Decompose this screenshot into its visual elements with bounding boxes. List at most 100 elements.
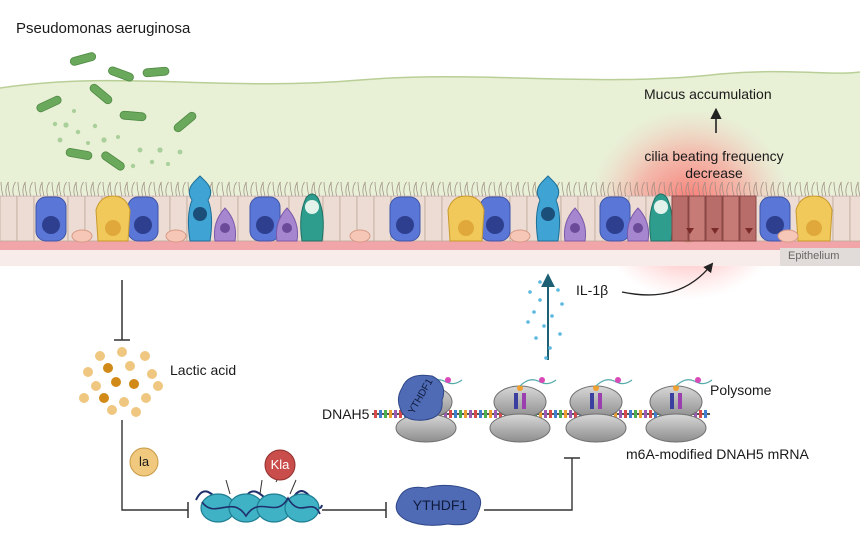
- basal-cell: [71, 229, 799, 243]
- mrna-nucleotide: [499, 410, 502, 418]
- cilia-label-line1: cilia beating frequency: [644, 148, 784, 164]
- mrna-nucleotide: [624, 410, 627, 418]
- lactic-acid-label: Lactic acid: [170, 362, 237, 378]
- lactic-acid-cluster: [79, 347, 163, 417]
- ionocyte-cell: [535, 175, 561, 242]
- mucus-accumulation-label: Mucus accumulation: [644, 86, 772, 102]
- cilia-label-line2: decrease: [685, 165, 743, 181]
- club-cell: [389, 196, 421, 242]
- club-cell: [249, 196, 281, 242]
- il1b-molecule: [542, 324, 546, 328]
- brush-cell: [300, 193, 324, 242]
- mrna-nucleotide: [539, 410, 542, 418]
- ribosome: [489, 377, 557, 443]
- mrna-nucleotide: [464, 410, 467, 418]
- il1b-molecule: [558, 332, 562, 336]
- lactic-acid-molecule: [95, 351, 105, 361]
- mrna-nucleotide: [384, 410, 387, 418]
- polysome-label: Polysome: [710, 382, 772, 398]
- goblet-cell: [447, 195, 485, 242]
- epithelium-label: Epithelium: [788, 250, 840, 262]
- lactic-acid-molecule: [103, 363, 113, 373]
- tuft-cell: [627, 207, 649, 242]
- ciliated-cell: [849, 181, 860, 242]
- inflamed-cell-group: [671, 195, 757, 242]
- mrna-nucleotide: [489, 410, 492, 418]
- basement-membrane: [0, 240, 860, 250]
- mrna-nucleotide: [619, 410, 622, 418]
- mrna-nucleotide: [399, 410, 402, 418]
- mrna-nucleotide: [494, 410, 497, 418]
- mrna-nucleotide: [704, 410, 707, 418]
- goblet-cell: [795, 195, 833, 242]
- mrna-nucleotide: [549, 410, 552, 418]
- ciliated-cell: [0, 181, 18, 242]
- mrna-nucleotide: [634, 410, 637, 418]
- ciliated-cell: [832, 181, 851, 242]
- il1b-molecule: [556, 288, 560, 292]
- submucosa-band: [0, 250, 860, 266]
- mrna-nucleotide: [629, 410, 632, 418]
- il1b-molecule: [538, 280, 542, 284]
- il1b-molecule: [548, 346, 552, 350]
- lactic-acid-molecule: [140, 351, 150, 361]
- lactic-acid-molecule: [131, 407, 141, 417]
- mrna-nucleotide: [474, 410, 477, 418]
- lactic-acid-molecule: [141, 393, 151, 403]
- ribosome: [645, 377, 713, 443]
- mrna-nucleotide: [459, 410, 462, 418]
- mrna-nucleotide: [614, 410, 617, 418]
- ythdf1-protein: [395, 484, 482, 526]
- epithelium-tag: [780, 248, 860, 266]
- kla-badge: [264, 449, 296, 481]
- ciliated-cell: [339, 181, 358, 242]
- mrna-nucleotide: [544, 410, 547, 418]
- mrna-nucleotide: [394, 410, 397, 418]
- il1b-molecule: [532, 310, 536, 314]
- mucus-surface: [0, 70, 860, 89]
- inhibit-lactic-nucleosome: [121, 420, 188, 511]
- mrna-nucleotide: [644, 410, 647, 418]
- mrna-nucleotide: [559, 410, 562, 418]
- lactic-acid-molecule: [83, 367, 93, 377]
- il1b-molecules: [526, 280, 564, 360]
- mrna-nucleotide: [699, 410, 702, 418]
- lactic-acid-molecule: [117, 347, 127, 357]
- bacteria-cluster: [36, 52, 197, 171]
- il1b-molecule: [526, 320, 530, 324]
- mrna-nucleotide: [479, 410, 482, 418]
- lactic-acid-molecule: [125, 361, 135, 371]
- mrna-nucleotide: [454, 410, 457, 418]
- mrna-nucleotide: [374, 410, 377, 418]
- mrna-nucleotide: [564, 410, 567, 418]
- kla-badge-label: Kla: [270, 457, 290, 472]
- lactic-acid-molecule: [107, 405, 117, 415]
- tuft-cell: [276, 207, 298, 242]
- specialized-cells: [35, 175, 833, 243]
- mrna-nucleotide: [654, 410, 657, 418]
- tuft-cell: [564, 207, 586, 242]
- arrow-il1b-to-epithelium: [621, 262, 714, 296]
- lactic-acid-molecule: [91, 381, 101, 391]
- il1b-molecule: [544, 356, 548, 360]
- il1b-molecule: [538, 298, 542, 302]
- ythdf1-label: YTHDF1: [412, 497, 468, 513]
- mrna-nucleotide: [639, 410, 642, 418]
- lactic-acid-molecule: [153, 381, 163, 391]
- il1b-molecule: [528, 290, 532, 294]
- mrna-nucleotide: [554, 410, 557, 418]
- lactic-acid-molecule: [111, 377, 121, 387]
- ciliated-cell: [373, 181, 392, 242]
- lactic-acid-molecule: [147, 369, 157, 379]
- club-cell: [127, 196, 159, 242]
- lactic-acid-molecule: [129, 379, 139, 389]
- goblet-cell: [95, 195, 131, 242]
- il1b-molecule: [560, 302, 564, 306]
- il1b-molecule: [550, 314, 554, 318]
- lactic-acid-molecule: [79, 393, 89, 403]
- ribosome-group: [395, 377, 713, 443]
- inhibit-ythdf1-mrna: [484, 458, 573, 511]
- mrna-nucleotide: [444, 410, 447, 418]
- bacteria-vesicles: [52, 109, 183, 169]
